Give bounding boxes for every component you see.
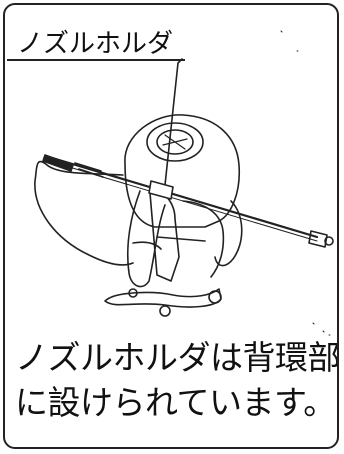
tank-body (124, 114, 241, 228)
frame-left (126, 190, 166, 288)
hose-left (34, 160, 134, 266)
foot-plate (104, 288, 222, 308)
frame-right (182, 200, 225, 278)
tank-cap (146, 122, 204, 162)
caption-line-2: に設けられています。 (15, 383, 336, 422)
nozzle-holder (148, 180, 174, 200)
nozzle-holder-label: ノズルホルダ (17, 29, 174, 59)
hose-right (214, 200, 243, 267)
sprayer-illustration (34, 30, 334, 336)
caption-line-1: ノズルホルダは背環部 (15, 338, 339, 377)
leader-line (164, 58, 183, 186)
nozzle-tip (308, 230, 328, 248)
callout-label-box: ノズルホルダ (7, 13, 185, 61)
caption: ノズルホルダは背環部 に設けられています。 (15, 335, 337, 425)
instruction-card: ノズルホルダ (3, 3, 339, 449)
spray-lance (47, 155, 319, 239)
